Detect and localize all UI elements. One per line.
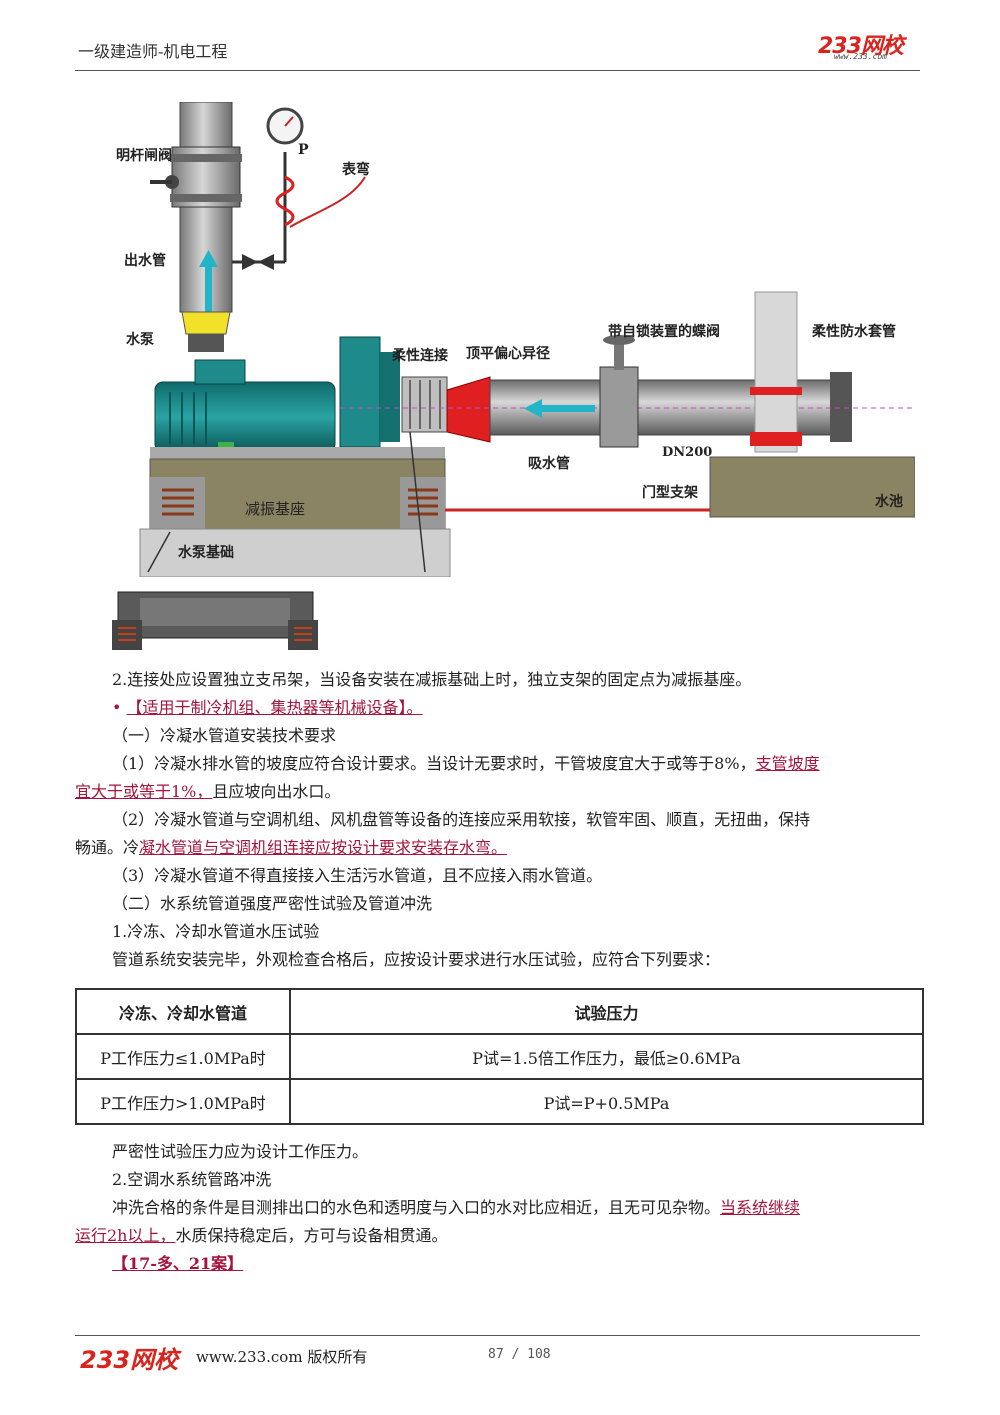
label-suction-pipe: 吸水管	[528, 455, 570, 472]
pressure-test-table: 冷冻、冷却水管道 试验压力 P工作压力≤1.0MPa时 P试=1.5倍工作压力，…	[75, 988, 924, 1125]
bullet-dot: •	[112, 698, 122, 717]
label-gauge-p: P	[298, 142, 309, 158]
table-cell: P工作压力≤1.0MPa时	[75, 1033, 291, 1080]
page-number: 87 / 108	[488, 1347, 551, 1362]
paragraph-support: 2.连接处应设置独立支吊架，当设备安装在减振基础上时，独立支架的固定点为减振基座…	[112, 670, 752, 689]
paragraph-soft-connection-cont: 畅通。冷凝水管道与空调机组连接应按设计要求安装存水弯。	[75, 834, 507, 862]
brand-logo: 233网校	[818, 34, 904, 59]
soft-connection-text: 畅通。冷	[75, 838, 140, 857]
butterfly-valve-shape	[599, 366, 639, 448]
table-header-pressure: 试验压力	[289, 988, 924, 1035]
outlet-reducer-shape	[181, 311, 231, 335]
brand-logo-url: www.233.com	[834, 52, 887, 61]
pump-foundation-shape	[139, 528, 451, 578]
label-gate-valve: 明杆闸阀	[116, 147, 172, 164]
label-flex-joint: 柔性连接	[391, 347, 448, 364]
section-heading-condensate: （一）冷凝水管道安装技术要求	[112, 726, 337, 745]
pool-wall-shape	[754, 291, 798, 453]
table-header-row: 冷冻、冷却水管道 试验压力	[75, 988, 924, 1035]
damping-base-photo	[110, 590, 320, 658]
table-cell: P试=1.5倍工作压力，最低≥0.6MPa	[289, 1033, 924, 1080]
link-system-continue[interactable]: 当系统继续	[720, 1198, 801, 1217]
gauge-cock-shape	[242, 254, 258, 270]
paragraph-slope-cont: 宜大于或等于1%，且应坡向出水口。	[75, 778, 340, 806]
paragraph-flushing: 冲洗合格的条件是目测排出口的水色和透明度与入口的水对比应相近，且无可见杂物。当系…	[112, 1194, 800, 1222]
subheading-hydro-test: 1.冷冻、冷却水管道水压试验	[112, 922, 320, 941]
label-waterproof-sleeve: 柔性防水套管	[811, 323, 896, 340]
subheading-flushing: 2.空调水系统管路冲洗	[112, 1170, 272, 1189]
label-pump-foundation: 水泵基础	[178, 544, 234, 561]
paragraph-tightness: 严密性试验压力应为设计工作压力。	[112, 1142, 369, 1161]
link-exam-reference[interactable]: 【17-多、21案】	[112, 1254, 244, 1273]
paragraph-hydro-test-intro: 管道系统安装完毕，外观检查合格后，应按设计要求进行水压试验，应符合下列要求：	[112, 950, 721, 969]
paragraph-soft-connection: （2）冷凝水管道与空调机组、风机盘管等设备的连接应采用软接，软管牢固、顺直，无扭…	[112, 810, 811, 829]
paragraph-flushing-cont: 运行2h以上，水质保持稳定后，方可与设备相贯通。	[75, 1222, 448, 1250]
flushing-text: 冲洗合格的条件是目测排出口的水色和透明度与入口的水对比应相近，且无可见杂物。	[112, 1198, 721, 1217]
eccentric-reducer-shape	[446, 376, 491, 443]
table-cell: P工作压力>1.0MPa时	[75, 1078, 291, 1125]
table-header-pipe: 冷冻、冷却水管道	[75, 988, 291, 1035]
label-gauge-bend: 表弯	[341, 161, 370, 178]
label-dn: DN200	[662, 445, 712, 460]
link-water-trap[interactable]: 凝水管道与空调机组连接应按设计要求安装存水弯。	[139, 838, 508, 857]
table-row: P工作压力≤1.0MPa时 P试=1.5倍工作压力，最低≥0.6MPa	[75, 1033, 924, 1080]
footer-logo: 233网校	[80, 1346, 179, 1374]
slope-cont-text: 且应坡向出水口。	[212, 782, 341, 801]
table-cell: P试=P+0.5MPa	[289, 1078, 924, 1125]
link-run-2h[interactable]: 运行2h以上，	[75, 1226, 176, 1245]
label-butterfly-valve: 带自锁装置的蝶阀	[608, 323, 720, 340]
link-branch-slope[interactable]: 支管坡度	[755, 754, 820, 773]
portal-support-shape	[709, 456, 916, 518]
flushing-cont-text: 水质保持稳定后，方可与设备相贯通。	[175, 1226, 448, 1245]
exam-reference: 【17-多、21案】	[112, 1250, 243, 1278]
link-applies-to[interactable]: 【适用于制冷机组、集热器等机械设备】。	[126, 698, 423, 717]
header-divider	[75, 70, 920, 71]
footer-divider	[75, 1335, 920, 1336]
bullet-applies-to: • 【适用于制冷机组、集热器等机械设备】。	[112, 694, 423, 722]
label-outlet-pipe: 出水管	[124, 252, 166, 269]
label-pool: 水池	[875, 493, 903, 510]
label-eccentric-reducer: 顶平偏心异径	[466, 345, 550, 362]
footer-copyright: www.233.com 版权所有	[196, 1348, 368, 1366]
label-damping-base: 减振基座	[245, 500, 305, 518]
section-heading-pressure-test: （二）水系统管道强度严密性试验及管道冲洗	[112, 894, 433, 913]
label-portal-support: 门型支架	[642, 484, 698, 501]
pump-casing-shape	[339, 336, 381, 448]
pump-installation-diagram: 明杆闸阀 P 表弯 出水管 水泵 柔性连接 顶平偏心异径 带自锁装置的蝶阀 柔性…	[110, 101, 916, 581]
document-header-title: 一级建造师-机电工程	[78, 42, 228, 61]
table-row: P工作压力>1.0MPa时 P试=P+0.5MPa	[75, 1078, 924, 1125]
label-pump: 水泵	[126, 331, 154, 348]
paragraph-no-sewage: （3）冷凝水管道不得直接接入生活污水管道，且不应接入雨水管道。	[112, 866, 603, 885]
link-slope-value[interactable]: 宜大于或等于1%，	[75, 782, 213, 801]
paragraph-slope: （1）冷凝水排水管的坡度应符合设计要求。当设计无要求时，干管坡度宜大于或等于8%…	[112, 750, 820, 778]
slope-text: （1）冷凝水排水管的坡度应符合设计要求。当设计无要求时，干管坡度宜大于或等于8%…	[112, 754, 756, 773]
